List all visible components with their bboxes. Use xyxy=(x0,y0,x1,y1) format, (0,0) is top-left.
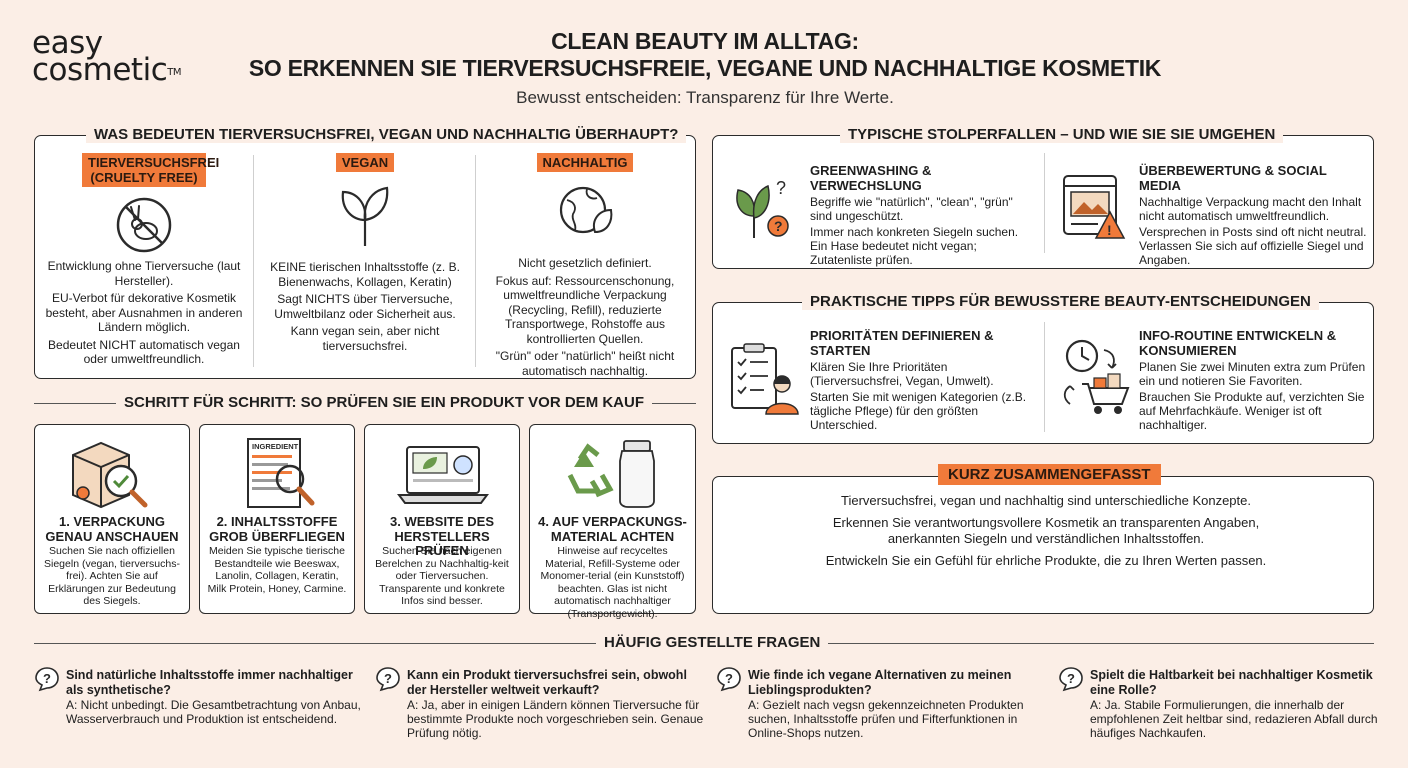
pitfall-text: Begriffe wie "natürlich", "clean", "grün… xyxy=(810,195,1013,223)
ingredient-list-icon: INGREDIENT xyxy=(247,438,315,508)
summary-text: Erkennen Sie verantwortungsvollere Kosme… xyxy=(832,515,1260,546)
step-material: 4. AUF VERPACKUNGS-MATERIAL ACHTEN Hinwe… xyxy=(529,424,696,620)
svg-text:?: ? xyxy=(725,671,733,686)
divider xyxy=(1044,153,1045,253)
tips-card xyxy=(712,302,1374,444)
brand-logo: easy cosmeticTM xyxy=(32,25,181,88)
summary-card xyxy=(712,476,1374,614)
leaves-icon xyxy=(341,186,389,246)
faq-answer: A: Nicht unbedingt. Die Gesamtbetrachtun… xyxy=(66,698,361,726)
page-subtitle: Bewusst entscheiden: Transparenz für Ihr… xyxy=(516,88,894,107)
definitions-heading: WAS BEDEUTEN TIERVERSUCHSFREI, VEGAN UND… xyxy=(86,126,687,143)
page-header: CLEAN BEAUTY IM ALLTAG: SO ERKENNEN SIE … xyxy=(180,28,1230,108)
question-bubble-icon: ? xyxy=(1059,667,1083,692)
steps-heading: SCHRITT FÜR SCHRITT: SO PRÜFEN SIE EIN P… xyxy=(116,394,653,411)
step-title: 3. WEBSITE DES HERSTELLERS PRÜFEN xyxy=(389,514,495,558)
summary-body: Tierversuchsfrei, vegan und nachhaltig s… xyxy=(812,493,1280,569)
tag-sustainable: NACHHALTIG xyxy=(536,153,634,172)
divider xyxy=(1044,322,1045,432)
divider xyxy=(253,155,254,367)
laptop-icon xyxy=(397,446,489,504)
svg-text:?: ? xyxy=(384,671,392,686)
recycle-jar-icon xyxy=(567,440,655,508)
tip-text: Planen Sie zwei Minuten extra zum Prüfen… xyxy=(1139,360,1366,388)
faq-question: Kann ein Produkt tierversuchsfrei sein, … xyxy=(407,668,687,697)
definition-text: "Grün" oder "natürlich" heißt nicht auto… xyxy=(495,349,675,378)
tip-title: PRIORITÄTEN DEFINIEREN & STARTEN xyxy=(810,328,994,358)
step-text: Suchen Sie nach eigenen Berelchen zu Nac… xyxy=(375,545,509,607)
step-title: 4. AUF VERPACKUNGS-MATERIAL ACHTEN xyxy=(538,514,687,544)
step-title: 1. VERPACKUNG GENAU ANSCHAUEN xyxy=(45,514,179,544)
ingredient-label: INGREDIENT xyxy=(252,442,299,451)
pitfalls-card xyxy=(712,135,1374,269)
divider xyxy=(475,155,476,367)
tag-vegan: VEGAN xyxy=(335,153,395,172)
question-bubble-icon: ? xyxy=(35,667,59,692)
question-bubble-icon: ? xyxy=(376,667,400,692)
summary-text: Tierversuchsfrei, vegan und nachhaltig s… xyxy=(841,493,1251,508)
definition-text: Bedeutet NICHT automatisch vegan oder um… xyxy=(48,337,240,367)
definition-sustainable: NACHHALTIG Nicht gesetzlich definiert. F… xyxy=(484,153,686,378)
tip-text: Brauchen Sie Produkte auf, verzichten Si… xyxy=(1139,390,1365,432)
definition-text: Entwicklung ohne Tierversuche (laut Hers… xyxy=(47,259,241,288)
svg-text:?: ? xyxy=(43,671,51,686)
pitfall-greenwashing: GREENWASHING & VERWECHSLUNG Begriffe wie… xyxy=(810,163,1036,267)
definition-text: Kann vegan sein, aber nicht tierversuchs… xyxy=(290,324,440,353)
social-post-warning-icon: ! xyxy=(1063,175,1126,239)
faq-answer: A: Ja, aber in einigen Ländern können Ti… xyxy=(407,698,704,740)
pitfall-title: GREENWASHING & VERWECHSLUNG xyxy=(810,163,932,193)
svg-text:?: ? xyxy=(1067,671,1075,686)
pitfall-text: Immer nach konkreten Siegeln suchen. Ein… xyxy=(810,225,1019,267)
crossed-rabbit-icon xyxy=(116,197,172,253)
question-bubble-icon: ? xyxy=(717,667,741,692)
step-packaging: 1. VERPACKUNG GENAU ANSCHAUEN Suchen Sie… xyxy=(34,424,190,614)
step-text: Suchen Sie nach offiziellen Siegeln (veg… xyxy=(44,545,180,607)
faq-question: Wie finde ich vegane Alternativen zu mei… xyxy=(748,668,1012,697)
pitfalls-heading: TYPISCHE STOLPERFALLEN – UND WIE SIE SIE… xyxy=(840,126,1284,143)
step-ingredients: INGREDIENT 2. INHALTSSTOFFE GROB ÜBERFLI… xyxy=(199,424,355,614)
tip-text: Starten Sie mit wenigen Kategorien (z.B.… xyxy=(810,390,1027,432)
summary-text: Entwickeln Sie ein Gefühl für ehrliche P… xyxy=(825,553,1267,568)
faq-heading: HÄUFIG GESTELLTE FRAGEN xyxy=(596,634,829,651)
logo-line1: easy xyxy=(32,25,103,61)
svg-text:?: ? xyxy=(774,218,783,234)
tip-title: INFO-ROUTINE ENTWICKELN & KONSUMIEREN xyxy=(1139,328,1337,358)
pitfall-social-media: ÜBERBEWERTUNG & SOCIAL MEDIA Nachhaltige… xyxy=(1139,163,1369,267)
tip-text: Klären Sie Ihre Prioritäten (Tierversuch… xyxy=(810,360,994,388)
svg-text:?: ? xyxy=(776,178,786,198)
tips-heading: PRAKTISCHE TIPPS FÜR BEWUSSTERE BEAUTY-E… xyxy=(802,293,1319,310)
tip-info-routine: INFO-ROUTINE ENTWICKELN & KONSUMIEREN Pl… xyxy=(1139,328,1369,432)
faq-answer: A: Gezielt nach vegsn gekennzeichneten P… xyxy=(748,698,1024,740)
definition-text: Fokus auf: Ressourcenschonung, umweltfre… xyxy=(495,273,675,346)
faq-question: Sind natürliche Inhaltsstoffe immer nach… xyxy=(66,668,353,697)
faq-question: Spielt die Haltbarkeit bei nachhaltiger … xyxy=(1090,668,1373,697)
definition-vegan: VEGAN KEINE tierischen Inhaltsstoffe (z.… xyxy=(264,153,466,353)
checklist-person-icon xyxy=(731,343,799,415)
box-magnifier-icon xyxy=(72,441,148,509)
step-text: Meiden Sie typische tierische Bestandtei… xyxy=(207,545,347,595)
step-text: Hinweise auf recyceltes Material, Refill… xyxy=(540,545,685,620)
logo-trademark: TM xyxy=(167,67,181,78)
definition-text: Sagt NICHTS über Tierversuche, Umweltbil… xyxy=(274,292,456,321)
pitfall-text: Versprechen in Posts sind oft nicht neut… xyxy=(1139,225,1367,267)
logo-line2: cosmeticTM xyxy=(32,52,181,88)
tip-priorities: PRIORITÄTEN DEFINIEREN & STARTEN Klären … xyxy=(810,328,1036,432)
summary-heading: KURZ ZUSAMMENGEFASST xyxy=(938,464,1161,485)
definition-cruelty-free: TIERVERSUCHSFREI (CRUELTY FREE) Entwickl… xyxy=(44,153,244,367)
page-title: CLEAN BEAUTY IM ALLTAG: SO ERKENNEN SIE … xyxy=(248,28,1162,81)
faq-answer: A: Ja. Stabile Formulierungen, die inner… xyxy=(1090,698,1378,740)
tag-cruelty-free: TIERVERSUCHSFREI (CRUELTY FREE) xyxy=(82,153,219,187)
globe-leaf-icon xyxy=(559,186,613,234)
definition-text: KEINE tierischen Inhaltsstoffe (z. B. Bi… xyxy=(270,260,460,289)
definition-text: EU-Verbot für dekorative Kosmetik besteh… xyxy=(45,291,243,334)
definition-text: Nicht gesetzlich definiert. xyxy=(518,256,652,270)
svg-text:!: ! xyxy=(1107,222,1112,238)
pitfall-text: Nachhaltige Verpackung macht den Inhalt … xyxy=(1139,195,1362,223)
leaf-warning-icon: ? ? xyxy=(736,178,789,238)
clock-cart-icon xyxy=(1063,339,1130,414)
step-website: 3. WEBSITE DES HERSTELLERS PRÜFEN Suchen… xyxy=(364,424,520,614)
pitfall-title: ÜBERBEWERTUNG & SOCIAL MEDIA xyxy=(1139,163,1327,193)
step-title: 2. INHALTSSTOFFE GROB ÜBERFLIEGEN xyxy=(209,514,345,544)
